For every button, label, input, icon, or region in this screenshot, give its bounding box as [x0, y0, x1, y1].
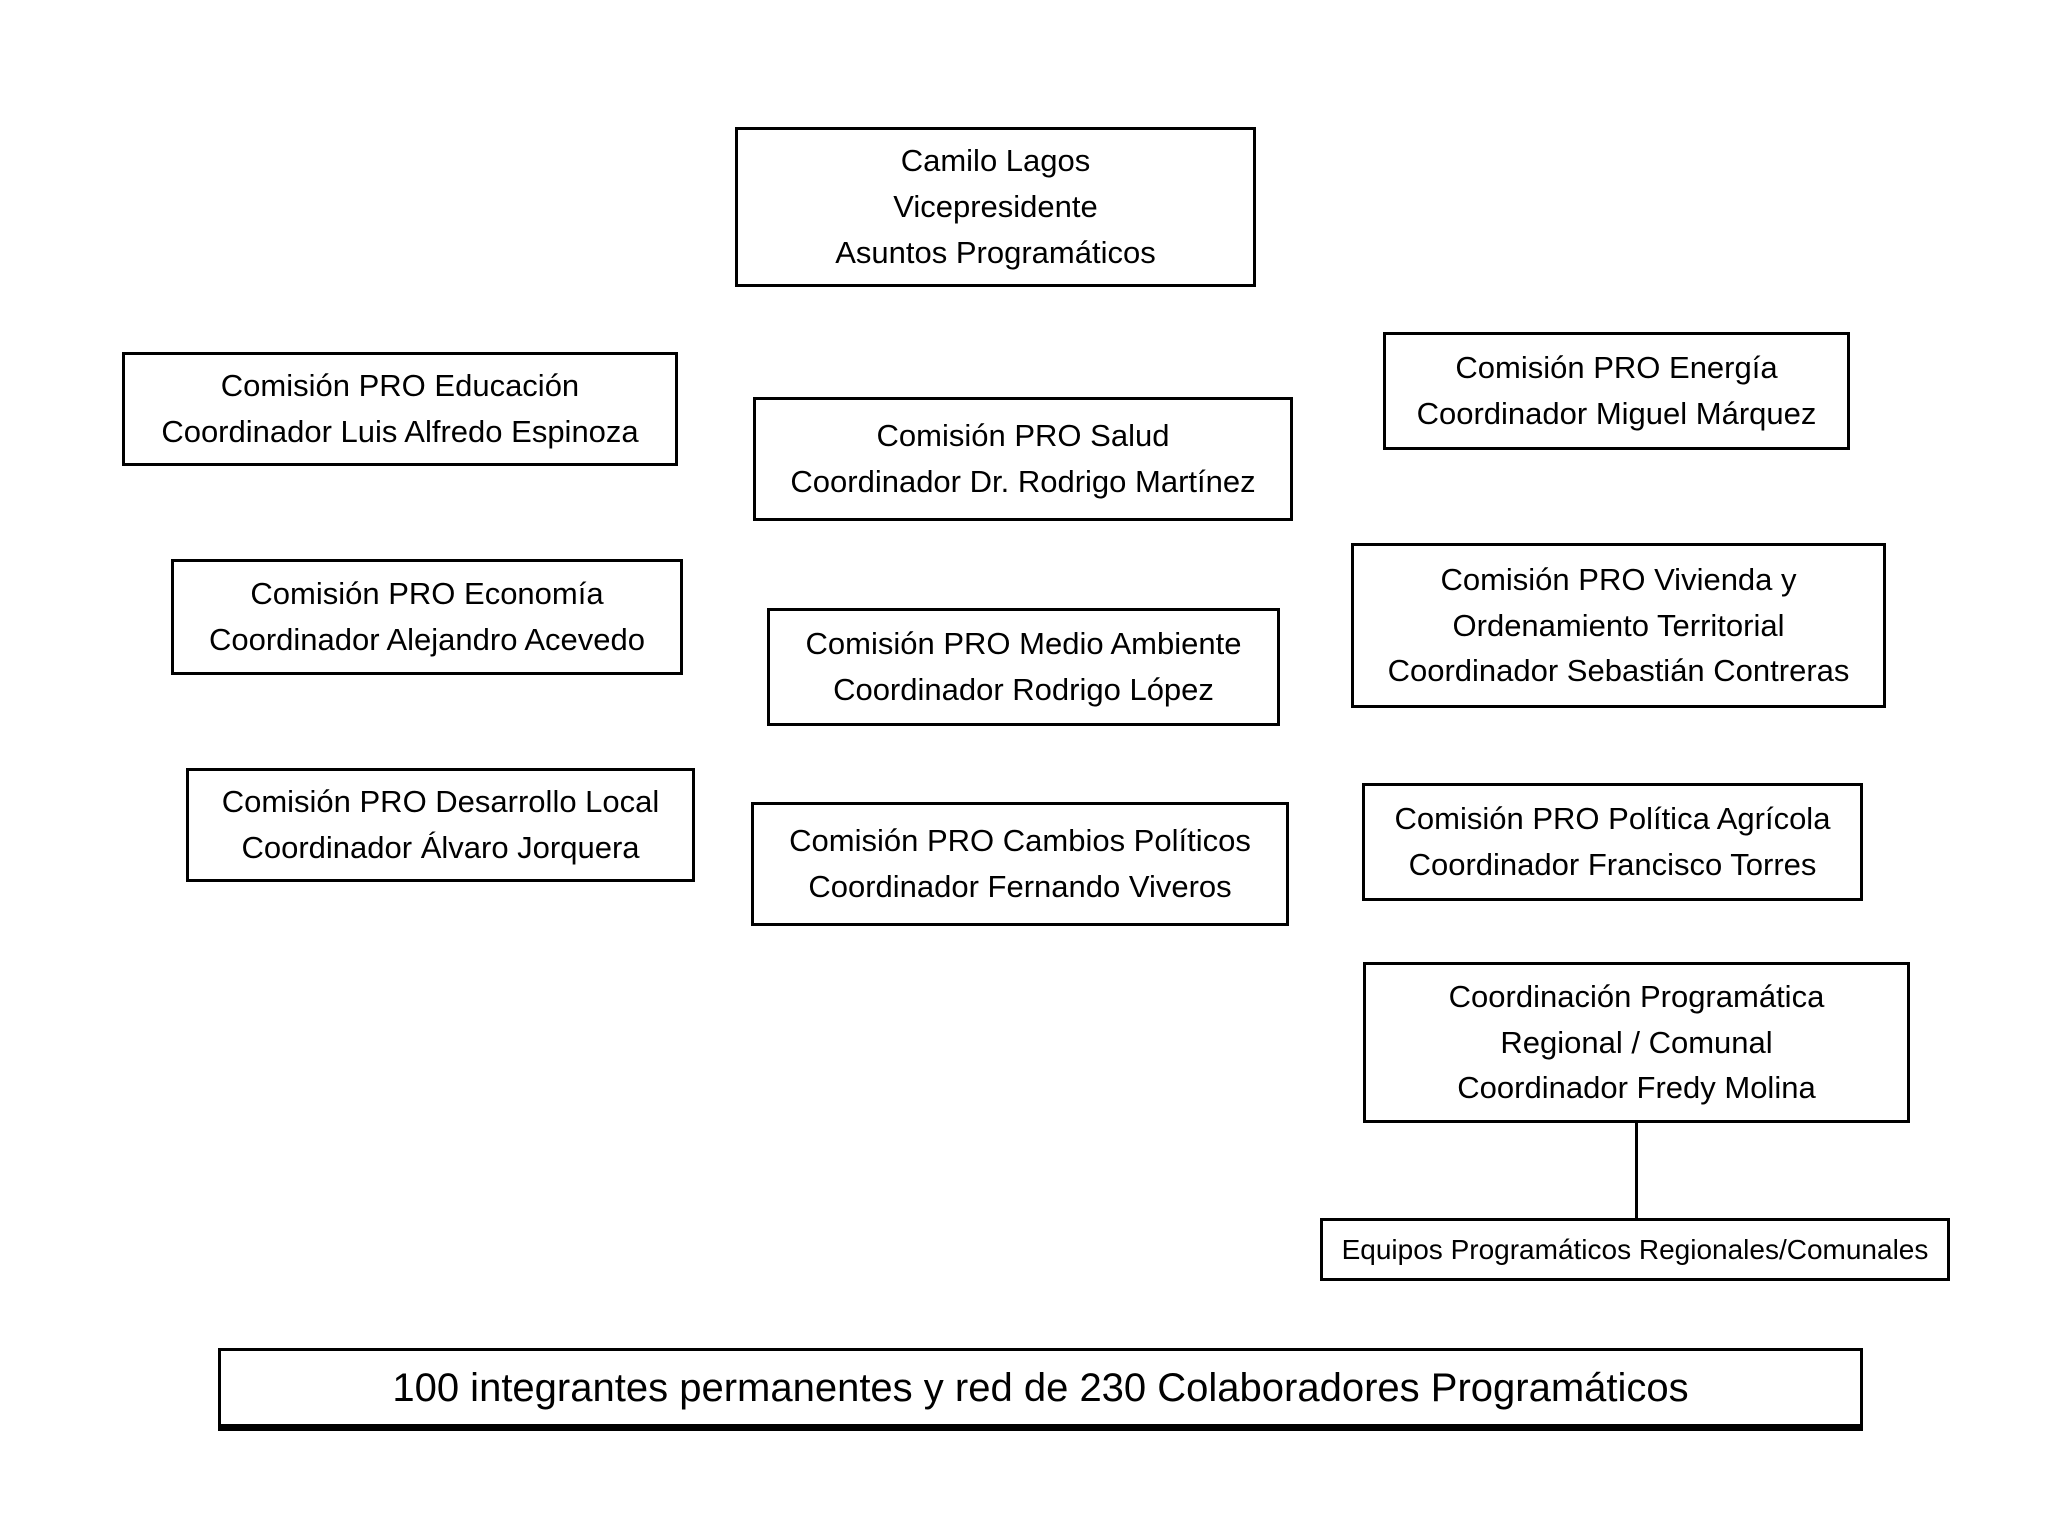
commission-coordinator: Coordinador Álvaro Jorquera — [241, 830, 640, 865]
commission-title: Comisión PRO Vivienda y — [1440, 561, 1797, 597]
commission-title: Comisión PRO Energía — [1455, 350, 1778, 386]
commission-coordinator: Coordinador Fredy Molina — [1457, 1070, 1816, 1106]
commission-coordinator: Coordinador Dr. Rodrigo Martínez — [790, 464, 1256, 499]
commission-title: Comisión PRO Economía — [250, 576, 604, 612]
box-footer-summary: 100 integrantes permanentes y red de 230… — [218, 1348, 1863, 1431]
commission-coordinator: Coordinador Francisco Torres — [1408, 847, 1817, 882]
box-equipos-programaticos-regionales-comunales: Equipos Programáticos Regionales/Comunal… — [1320, 1218, 1950, 1281]
commission-title: Comisión PRO Educación — [220, 368, 580, 404]
box-comision-pro-educacion: Comisión PRO Educación Coordinador Luis … — [122, 352, 678, 466]
team-label: Equipos Programáticos Regionales/Comunal… — [1341, 1233, 1929, 1265]
box-comision-pro-vivienda-ordenamiento-territorial: Comisión PRO Vivienda y Ordenamiento Ter… — [1351, 543, 1886, 708]
commission-title-line2: Regional / Comunal — [1500, 1024, 1773, 1060]
commission-coordinator: Coordinador Fernando Viveros — [808, 869, 1232, 904]
box-comision-pro-energia: Comisión PRO Energía Coordinador Miguel … — [1383, 332, 1850, 450]
commission-title: Comisión PRO Política Agrícola — [1394, 801, 1831, 837]
commission-coordinator: Coordinador Luis Alfredo Espinoza — [161, 414, 639, 449]
person-role: Vicepresidente — [893, 189, 1098, 225]
commission-title: Comisión PRO Salud — [876, 418, 1170, 454]
commission-coordinator: Coordinador Rodrigo López — [833, 672, 1214, 707]
commission-coordinator: Coordinador Alejandro Acevedo — [208, 622, 646, 657]
box-comision-pro-salud: Comisión PRO Salud Coordinador Dr. Rodri… — [753, 397, 1293, 521]
commission-title: Comisión PRO Cambios Políticos — [789, 823, 1251, 859]
box-comision-pro-politica-agricola: Comisión PRO Política Agrícola Coordinad… — [1362, 783, 1863, 901]
person-name: Camilo Lagos — [900, 143, 1091, 179]
box-vicepresidente-asuntos-programaticos: Camilo Lagos Vicepresidente Asuntos Prog… — [735, 127, 1256, 287]
footer-summary-text: 100 integrantes permanentes y red de 230… — [392, 1365, 1689, 1410]
connector-line-coordinacion-to-equipos — [1635, 1123, 1638, 1218]
box-coordinacion-programatica-regional-comunal: Coordinación Programática Regional / Com… — [1363, 962, 1910, 1123]
commission-title-line2: Ordenamiento Territorial — [1452, 607, 1785, 643]
commission-title: Comisión PRO Medio Ambiente — [805, 626, 1242, 662]
box-comision-pro-cambios-politicos: Comisión PRO Cambios Políticos Coordinad… — [751, 802, 1289, 926]
commission-title: Comisión PRO Desarrollo Local — [221, 784, 660, 820]
box-comision-pro-economia: Comisión PRO Economía Coordinador Alejan… — [171, 559, 683, 675]
person-area: Asuntos Programáticos — [835, 234, 1156, 270]
box-comision-pro-desarrollo-local: Comisión PRO Desarrollo Local Coordinado… — [186, 768, 695, 882]
box-comision-pro-medio-ambiente: Comisión PRO Medio Ambiente Coordinador … — [767, 608, 1280, 726]
commission-coordinator: Coordinador Miguel Márquez — [1416, 396, 1817, 431]
commission-title: Coordinación Programática — [1448, 978, 1825, 1014]
commission-coordinator: Coordinador Sebastián Contreras — [1387, 653, 1850, 689]
